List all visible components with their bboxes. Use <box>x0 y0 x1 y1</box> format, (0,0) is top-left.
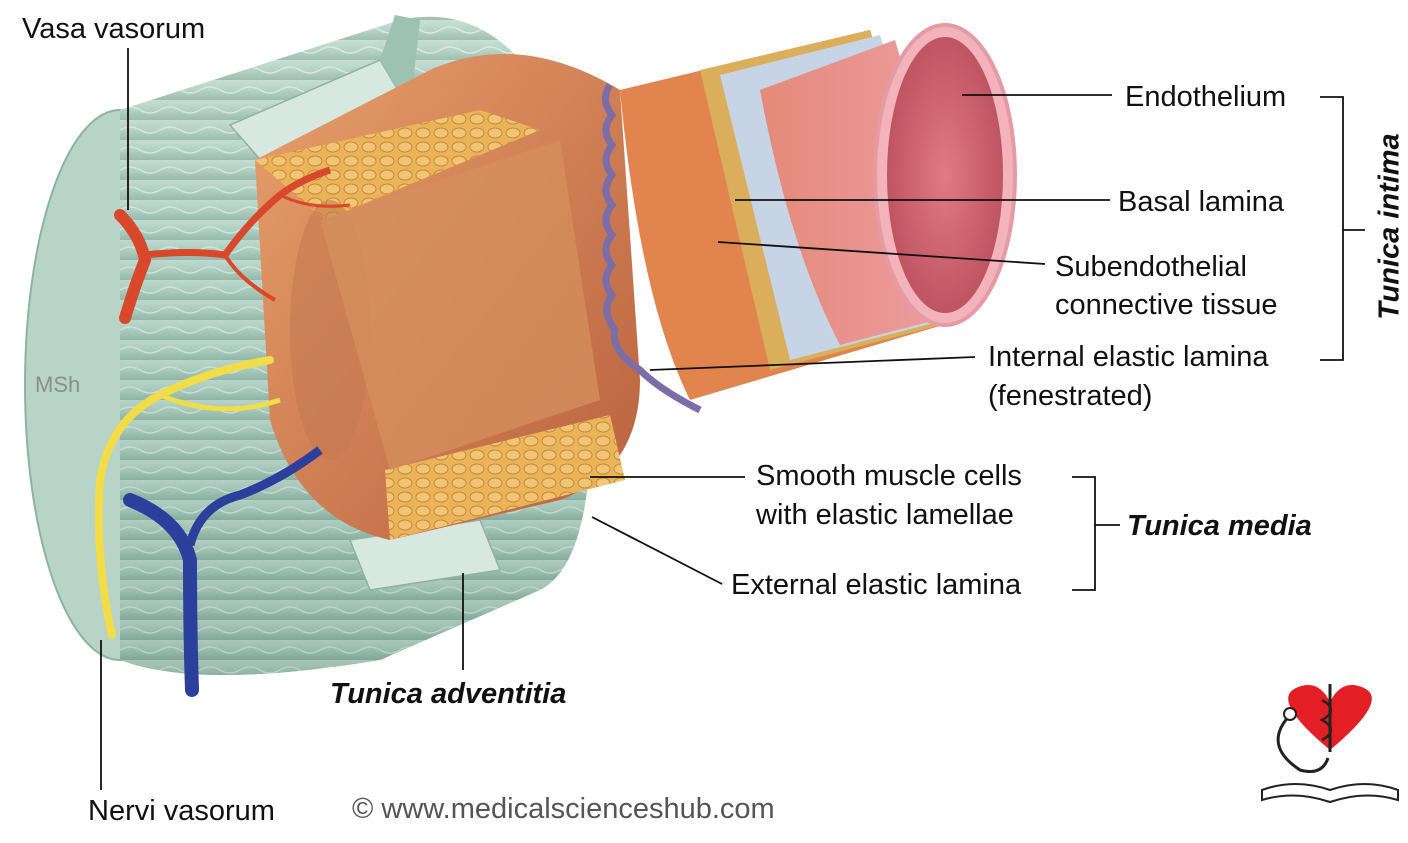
copyright-notice: © www.medicalscienceshub.com <box>352 793 775 825</box>
label-vasa-vasorum: Vasa vasorum <box>22 13 206 45</box>
label-nervi-vasorum: Nervi vasorum <box>88 795 275 827</box>
vein-vessel <box>123 446 323 697</box>
nervi-vasorum-nerve <box>94 356 281 639</box>
label-basal-lamina: Basal lamina <box>1118 186 1285 218</box>
media-layer <box>255 54 702 540</box>
label-subendothelial: Subendothelial <box>1055 251 1247 283</box>
intima-layer <box>620 23 1017 400</box>
label-tunica-adventitia: Tunica adventitia <box>330 678 567 710</box>
label-tunica-intima: Tunica intima <box>1373 133 1406 320</box>
site-logo <box>1261 684 1399 804</box>
label-endothelium: Endothelium <box>1125 81 1287 113</box>
watermark: MSh <box>35 372 81 397</box>
label-smooth-muscle: Smooth muscle cells <box>756 460 1022 492</box>
vasa-vasorum-vessel <box>114 166 351 324</box>
label-fenestrated: (fenestrated) <box>988 380 1153 412</box>
label-elastic-lamellae: with elastic lamellae <box>756 499 1014 531</box>
leader-lines <box>100 48 1365 790</box>
label-connective-tissue: connective tissue <box>1055 289 1278 321</box>
label-internal-elastic-lamina: Internal elastic lamina <box>988 341 1269 373</box>
label-external-elastic-lamina: External elastic lamina <box>731 569 1022 601</box>
label-tunica-media: Tunica media <box>1127 510 1312 542</box>
